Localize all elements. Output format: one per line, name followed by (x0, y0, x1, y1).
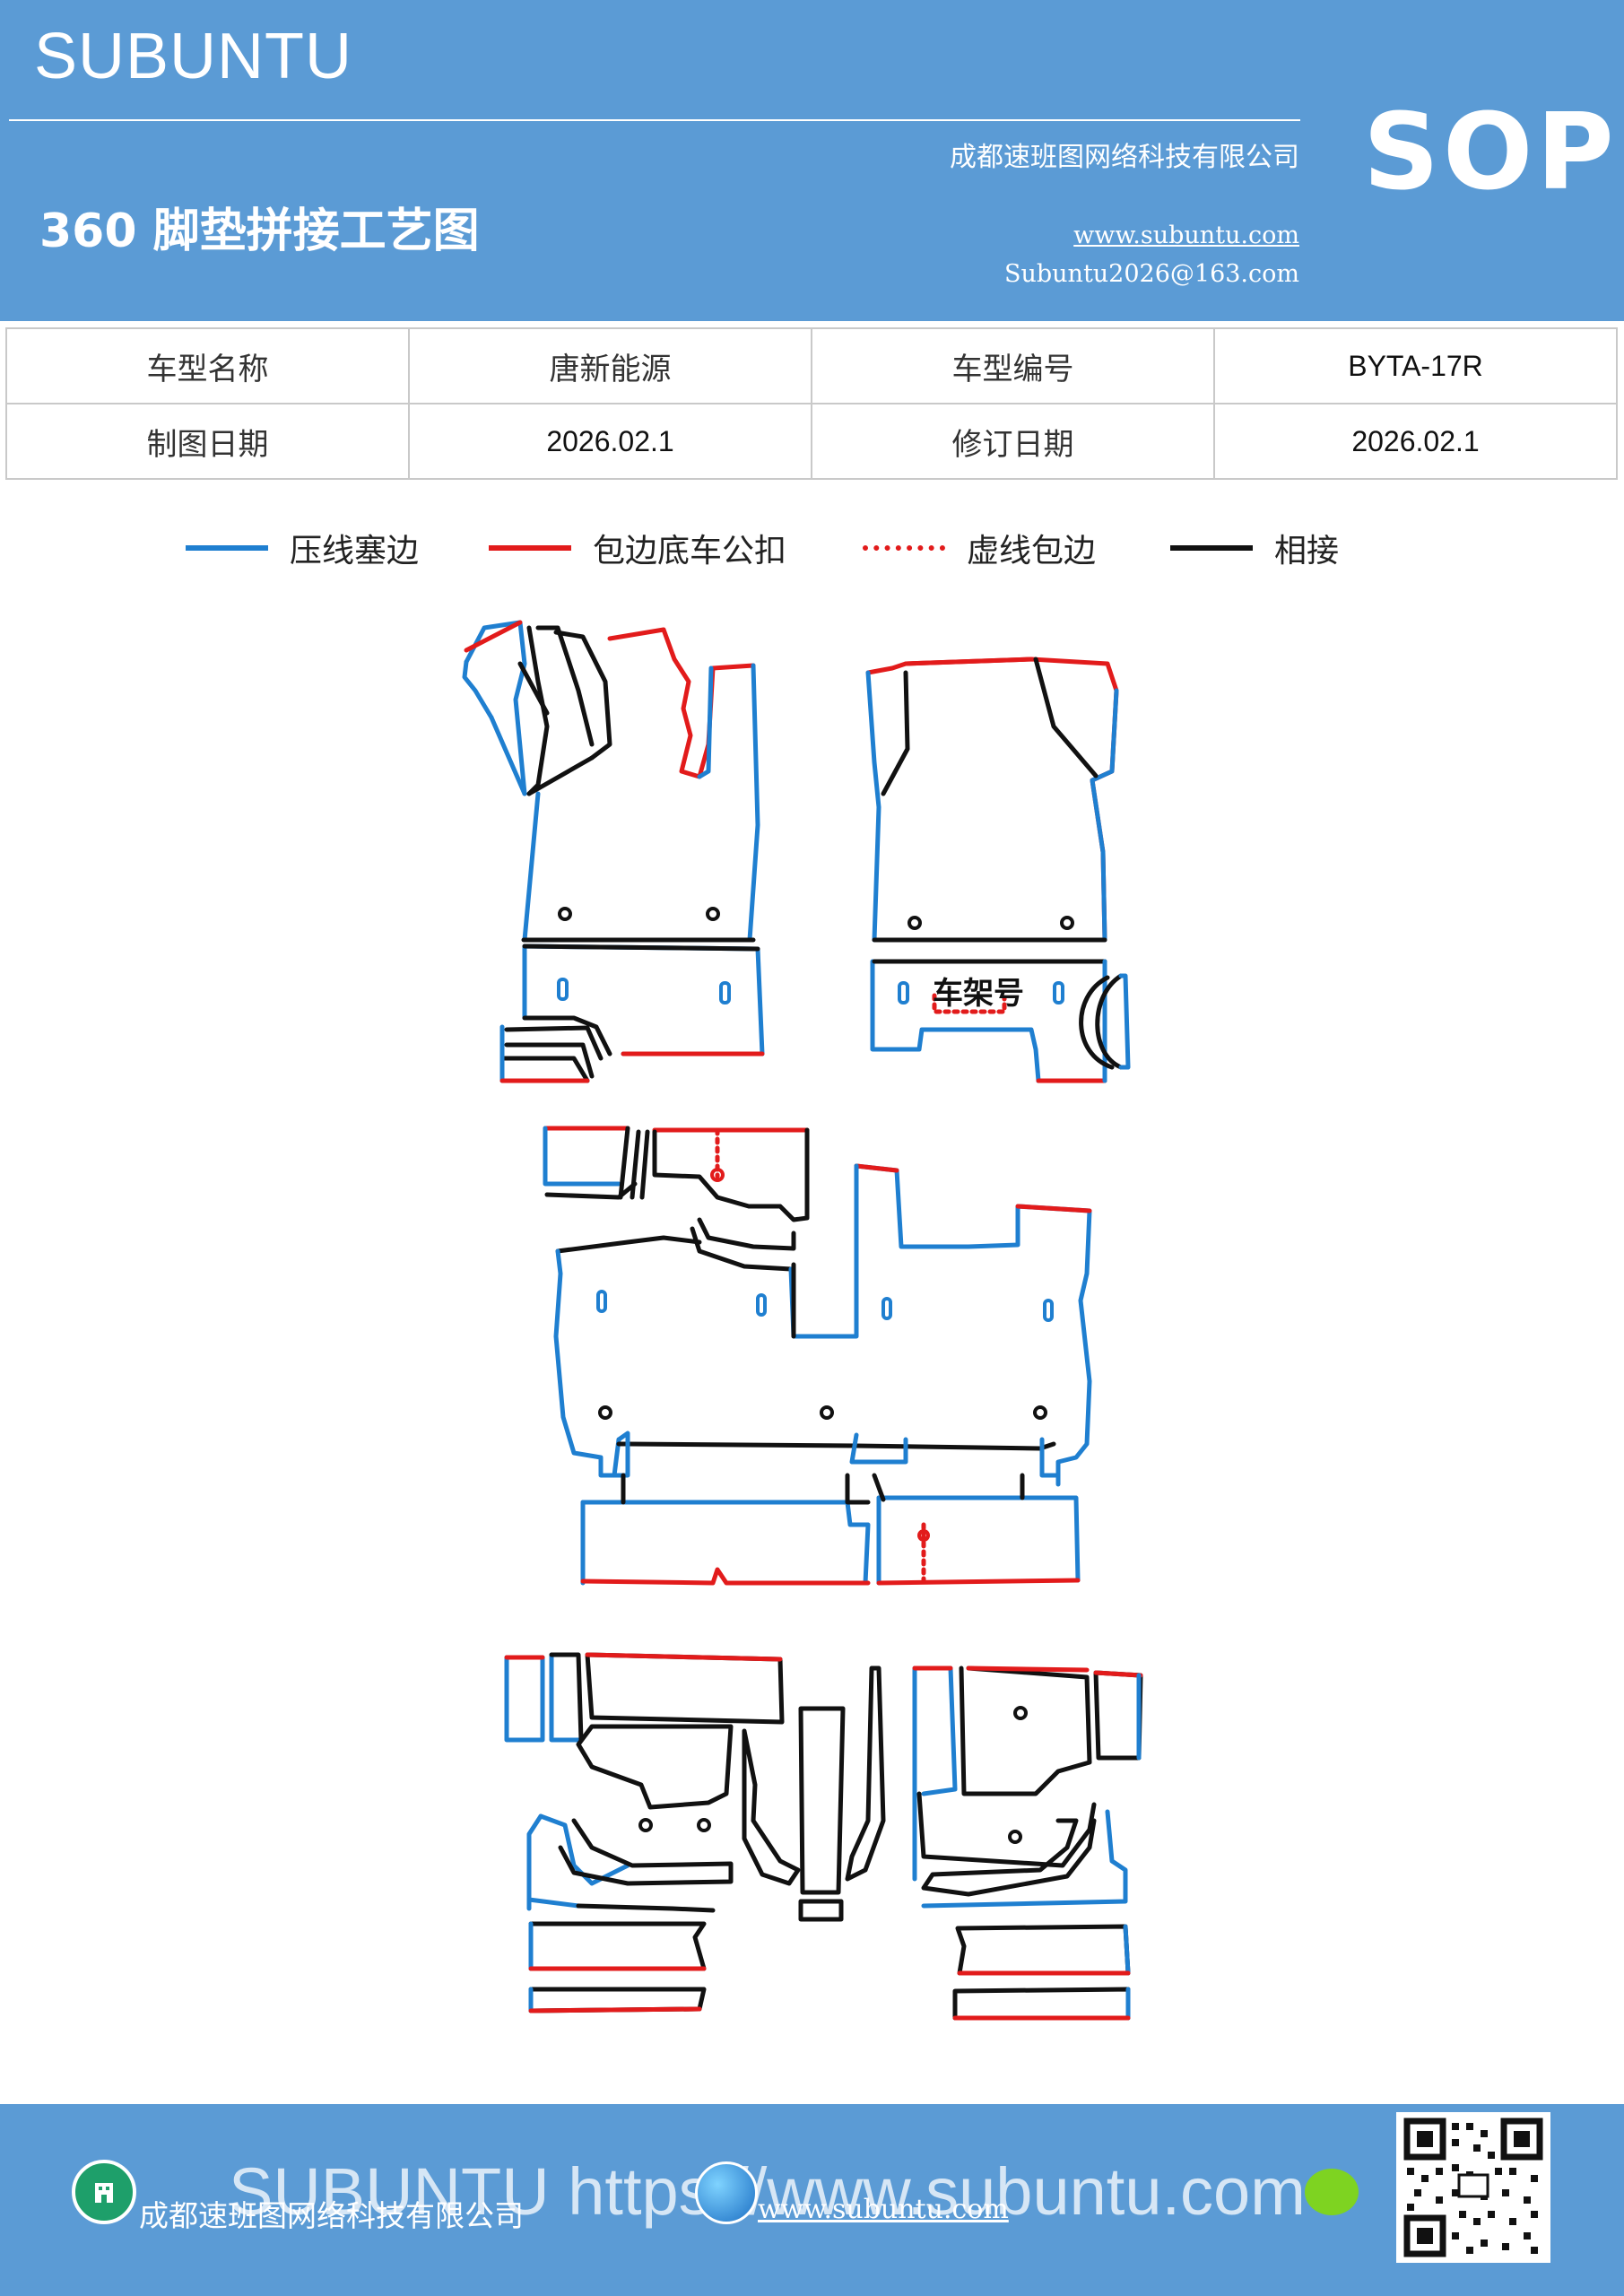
legend-label: 包边底车公扣 (593, 533, 787, 570)
legend-swatch-blue (186, 545, 268, 551)
table-row: 制图日期 2026.02.1 修订日期 2026.02.1 (5, 403, 1618, 480)
globe-icon (695, 2161, 758, 2224)
legend-item-edge-wrap: 包边底车公扣 (489, 525, 786, 571)
legend-swatch-red (489, 545, 571, 551)
legend-swatch-red-dotted (863, 545, 945, 551)
legend-label: 相接 (1274, 533, 1340, 570)
passenger-front-mat (865, 657, 1131, 1083)
header-divider (9, 119, 1300, 121)
value-draw-date: 2026.02.1 (408, 403, 812, 480)
document-title: 360 脚垫拼接工艺图 (39, 204, 480, 258)
value-model-code: BYTA-17R (1213, 327, 1618, 404)
second-row-mat (543, 1126, 1092, 1586)
footer-watermark: SUBUNTU https://www.subuntu.com (229, 2154, 1306, 2229)
website-link[interactable]: www.subuntu.com (1073, 222, 1299, 249)
label-draw-date: 制图日期 (5, 403, 410, 480)
qr-code-icon (1403, 2118, 1543, 2257)
frame-number-label: 车架号 (933, 976, 1024, 1012)
vehicle-info-table: 车型名称 唐新能源 车型编号 BYTA-17R 制图日期 2026.02.1 修… (5, 327, 1618, 480)
value-model-name: 唐新能源 (408, 327, 812, 404)
legend-item-dotted-wrap: 虚线包边 (863, 525, 1096, 571)
label-revise-date: 修订日期 (811, 403, 1215, 480)
legend-item-joined: 相接 (1170, 525, 1339, 571)
label-model-name: 车型名称 (5, 327, 410, 404)
legend-item-press-line: 压线塞边 (186, 525, 419, 571)
company-name: 成都速班图网络科技有限公司 (950, 142, 1299, 173)
legend-swatch-black (1170, 545, 1253, 551)
label-model-code: 车型编号 (811, 327, 1215, 404)
wechat-icon (1305, 2169, 1359, 2215)
legend-label: 虚线包边 (967, 533, 1097, 570)
email-address[interactable]: Subuntu2026@163.com (1004, 260, 1299, 288)
qr-code[interactable] (1396, 2112, 1550, 2263)
line-legend: 压线塞边 包边底车公扣 虚线包边 相接 (0, 525, 1624, 570)
footer-banner: SUBUNTU https://www.subuntu.com 成都速班图网络科… (0, 2104, 1624, 2296)
value-revise-date: 2026.02.1 (1213, 403, 1618, 480)
footer-company-name: 成都速班图网络科技有限公司 (139, 2198, 524, 2233)
sop-badge: SOP (1363, 90, 1618, 213)
header-banner: SUBUNTU 成都速班图网络科技有限公司 360 脚垫拼接工艺图 www.su… (0, 0, 1624, 321)
table-row: 车型名称 唐新能源 车型编号 BYTA-17R (5, 327, 1618, 404)
footer-website-link[interactable]: www.subuntu.com (758, 2194, 1009, 2225)
driver-front-mat (462, 620, 765, 1083)
legend-label: 压线塞边 (290, 533, 420, 570)
rear-mat-pieces (504, 1652, 1143, 2021)
brand-logo-text: SUBUNTU (34, 21, 353, 92)
building-icon (72, 2160, 136, 2224)
